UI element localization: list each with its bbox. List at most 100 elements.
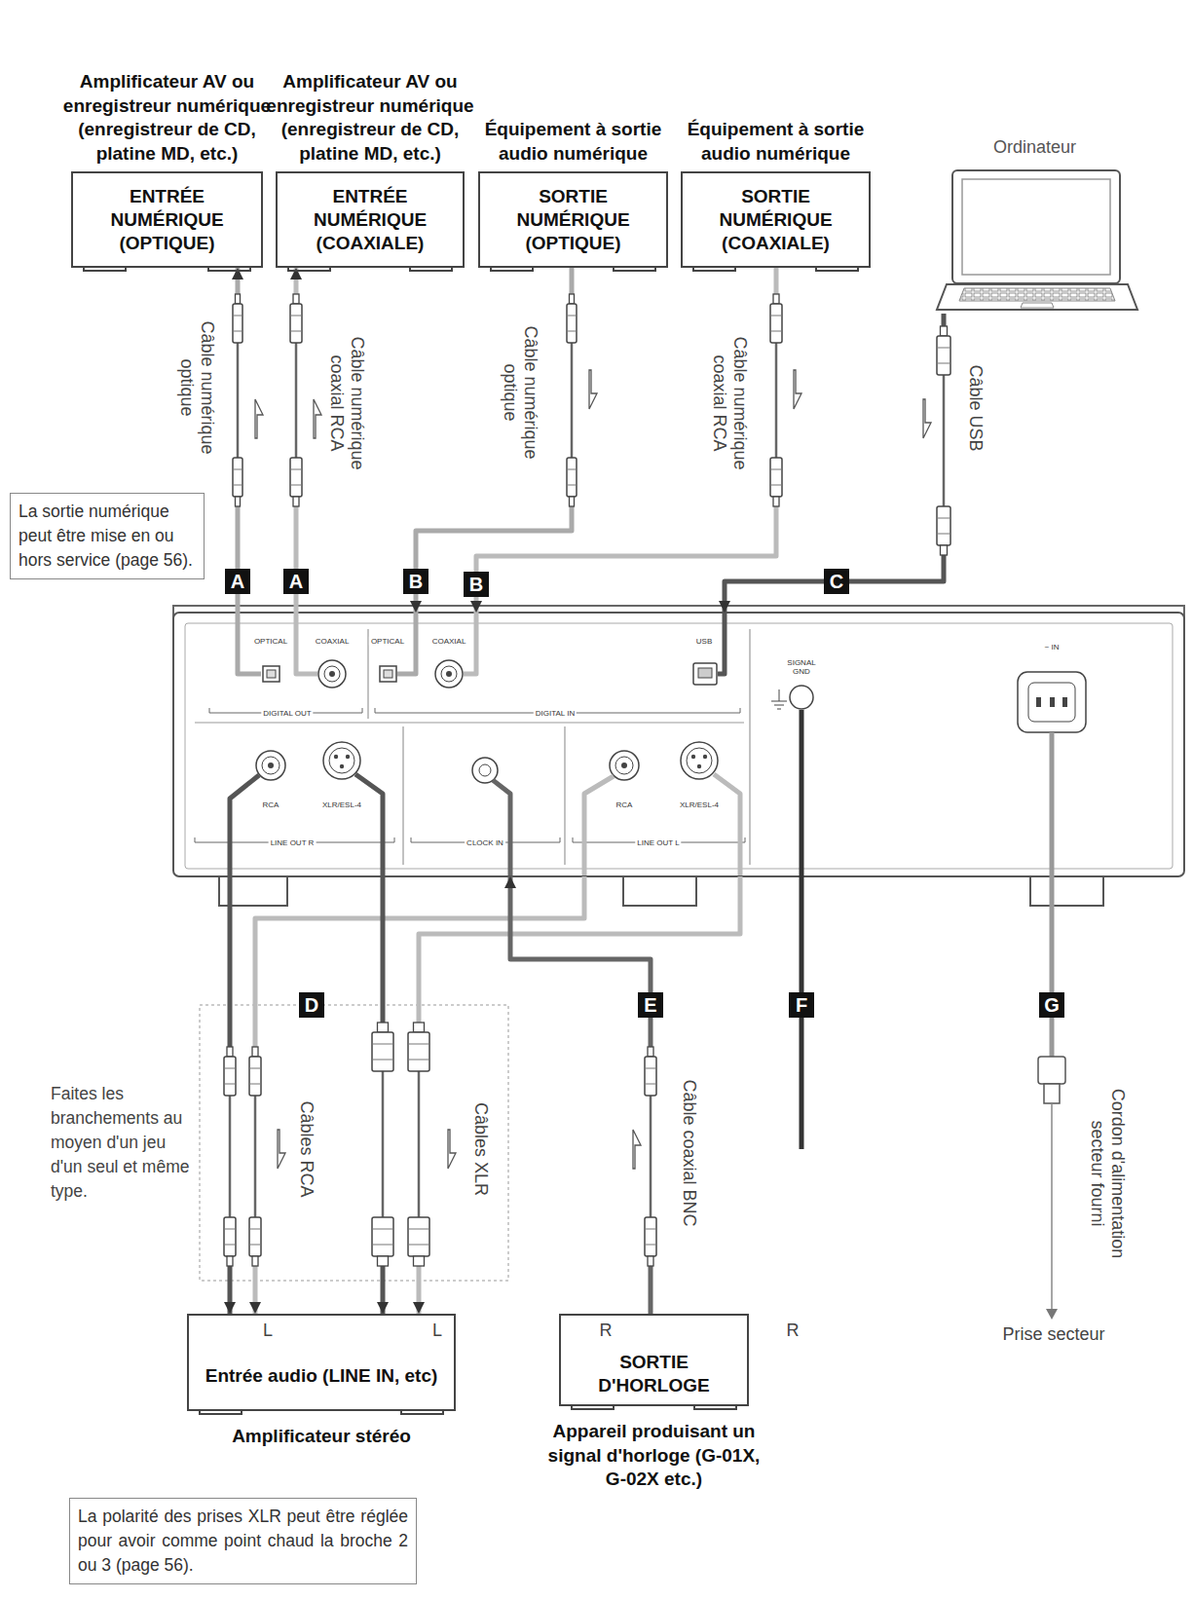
channel-mark: L bbox=[262, 1320, 273, 1341]
device-heading: Amplificateur AV ou enregistreur numériq… bbox=[62, 70, 272, 166]
panel-label: ~ IN bbox=[1043, 642, 1062, 652]
panel-label: LINE OUT R bbox=[268, 838, 317, 848]
rear-panel-drawing bbox=[1017, 671, 1086, 733]
rear-panel-drawing bbox=[609, 750, 639, 781]
panel-label: SIGNAL GND bbox=[782, 658, 821, 676]
plug-detail bbox=[249, 1229, 261, 1245]
cable-label: Câble USB bbox=[965, 349, 986, 467]
direction-arrow bbox=[277, 1129, 286, 1169]
device-box: Amplificateur AV ou enregistreur numériq… bbox=[275, 171, 465, 268]
plug-tip bbox=[377, 1022, 389, 1033]
plug-body bbox=[249, 1056, 261, 1096]
group-outline bbox=[199, 1005, 509, 1281]
rear-panel-drawing bbox=[329, 747, 355, 774]
rear-panel-drawing bbox=[697, 764, 702, 769]
outlet-label: Prise secteur bbox=[1002, 1324, 1105, 1345]
callout-letter: B bbox=[463, 571, 489, 597]
cable-label: Câbles XLR bbox=[470, 1090, 491, 1208]
plug-tip bbox=[235, 294, 241, 304]
cable-label: Câble numérique coaxial RCA bbox=[326, 320, 368, 486]
plug-body bbox=[936, 506, 951, 546]
note-text: La polarité des prises XLR peut être rég… bbox=[77, 1504, 409, 1578]
callout-letter: G bbox=[1039, 992, 1065, 1018]
panel-label: CLOCK IN bbox=[464, 838, 506, 848]
plug-detail bbox=[936, 347, 951, 364]
plug-detail bbox=[223, 1229, 236, 1245]
rear-panel-drawing bbox=[1030, 874, 1104, 906]
callout-letter: C bbox=[823, 568, 850, 595]
cable-gap bbox=[288, 303, 304, 497]
power-plug bbox=[1045, 1308, 1058, 1320]
rear-panel-drawing bbox=[339, 764, 344, 769]
rear-panel-drawing bbox=[621, 762, 628, 769]
jack-wires bbox=[229, 612, 1052, 1150]
note-text: La sortie numérique peut être mise en ou… bbox=[18, 499, 196, 573]
jack-wires bbox=[492, 780, 511, 876]
panel-label: OPTICAL bbox=[252, 636, 290, 646]
power-plug bbox=[1043, 1083, 1060, 1104]
plug-tip bbox=[773, 496, 780, 507]
cable-label: Câble numérique optique bbox=[176, 309, 218, 466]
laptop-drawing bbox=[962, 179, 1111, 275]
computer: Ordinateur bbox=[925, 136, 1145, 314]
plug-body bbox=[566, 457, 577, 497]
cable-gap bbox=[642, 1056, 659, 1257]
laptop-drawing bbox=[936, 170, 1138, 310]
jack-wires bbox=[229, 775, 260, 876]
rear-panel-drawing bbox=[771, 689, 787, 709]
plug-tip bbox=[252, 1256, 259, 1267]
plug-detail bbox=[566, 469, 577, 485]
plug-detail bbox=[770, 315, 783, 332]
plug-detail bbox=[566, 315, 577, 332]
rear-panel-drawing bbox=[324, 666, 340, 682]
plug-body bbox=[223, 1217, 236, 1257]
plug-body bbox=[770, 303, 783, 343]
cable-connector bbox=[510, 876, 651, 1314]
plug-body bbox=[408, 1217, 430, 1257]
direction-arrow bbox=[923, 399, 932, 439]
cable-gap bbox=[563, 303, 580, 497]
plug-tip bbox=[413, 1256, 425, 1267]
power-plug bbox=[1050, 1103, 1053, 1310]
callout-letter: E bbox=[637, 992, 664, 1018]
jack-wires bbox=[799, 709, 805, 1150]
amplifier-box: Entrée audio (LINE IN, etc)Amplificateur… bbox=[186, 1313, 456, 1412]
computer-label: Ordinateur bbox=[925, 136, 1145, 158]
plug-detail bbox=[290, 469, 302, 485]
plug-body bbox=[566, 303, 577, 343]
rear-panel-drawing bbox=[789, 685, 814, 709]
plug-tip bbox=[413, 1022, 425, 1033]
plug-detail bbox=[644, 1229, 657, 1245]
plug-tip bbox=[293, 496, 299, 507]
plug-detail bbox=[408, 1043, 430, 1060]
cable-drawing bbox=[417, 1071, 421, 1218]
callout-letter: B bbox=[403, 568, 429, 595]
device-heading: Amplificateur AV ou enregistreur numériq… bbox=[265, 70, 476, 166]
jack-wires bbox=[713, 774, 741, 876]
device-heading: Équipement à sortie audio numérique bbox=[468, 117, 678, 166]
cable-gap bbox=[222, 1056, 238, 1257]
cable-connector bbox=[476, 267, 777, 613]
jack-wires bbox=[355, 774, 383, 876]
plug-detail bbox=[232, 315, 243, 332]
plug-body bbox=[770, 457, 783, 497]
rear-panel-drawing bbox=[318, 660, 346, 688]
plug-body bbox=[232, 303, 243, 343]
rear-panel-drawing bbox=[623, 874, 697, 906]
cable-drawing bbox=[228, 1095, 232, 1218]
rear-panel-drawing bbox=[194, 629, 750, 865]
rear-panel-drawing bbox=[266, 670, 276, 678]
plug-body bbox=[936, 335, 951, 375]
rear-panel-drawing bbox=[691, 754, 696, 759]
direction-arrow bbox=[313, 399, 322, 439]
box-text: SORTIE D'HORLOGE bbox=[568, 1350, 740, 1398]
cable-connector bbox=[418, 876, 741, 1314]
panel-label: DIGITAL OUT bbox=[260, 708, 313, 718]
cable-label: Câble numérique optique bbox=[499, 314, 541, 471]
laptop-drawing bbox=[959, 288, 1116, 301]
rear-panel-drawing bbox=[173, 605, 1185, 906]
power-plug bbox=[1038, 1056, 1066, 1084]
device-box: Équipement à sortie audio numériqueSORTI… bbox=[680, 171, 871, 268]
plug-detail bbox=[770, 469, 783, 485]
laptop-drawing bbox=[952, 170, 1120, 284]
